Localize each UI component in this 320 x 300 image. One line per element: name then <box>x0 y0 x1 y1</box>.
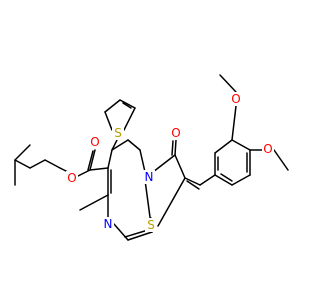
bond-3 <box>29 159 46 169</box>
svg-text:O: O <box>263 142 272 156</box>
svg-text:O: O <box>67 171 76 185</box>
bond-16 <box>79 194 109 211</box>
bond-0 <box>14 144 31 161</box>
bond-2 <box>14 159 31 169</box>
atom-o-ester-carbonyl: O <box>89 135 101 149</box>
bond-layer <box>14 74 289 241</box>
atom-s-thiophene: S <box>112 126 124 140</box>
bond-7 <box>89 149 96 171</box>
bond-23 <box>152 154 176 173</box>
svg-text:O: O <box>171 126 180 140</box>
svg-text:O: O <box>90 135 99 149</box>
bond-10 <box>107 149 113 169</box>
bond-45 <box>104 111 113 131</box>
bond-32 <box>214 139 233 154</box>
bond-40 <box>231 105 237 141</box>
bond-12 <box>127 139 141 151</box>
atom-n-ring: N <box>143 170 155 184</box>
atom-o-ring-carbonyl: O <box>170 126 182 140</box>
bond-25 <box>157 177 186 227</box>
bond-30 <box>199 174 216 186</box>
atom-o-methoxy-top: O <box>230 92 242 106</box>
bond-29 <box>186 180 200 190</box>
bond-11 <box>111 139 129 151</box>
bond-35 <box>231 174 251 186</box>
svg-text:S: S <box>114 126 122 140</box>
svg-text:N: N <box>104 217 113 231</box>
bond-20 <box>124 229 149 238</box>
bond-39 <box>220 173 233 182</box>
bond-33 <box>231 139 251 151</box>
atom-s-thiazole: S <box>145 218 157 232</box>
bond-6 <box>77 169 91 177</box>
bond-24 <box>174 154 186 179</box>
bond-48 <box>123 107 136 131</box>
bond-8 <box>87 150 94 171</box>
atom-o-methoxy-right: O <box>262 142 274 156</box>
bond-43 <box>273 149 289 171</box>
bond-9 <box>89 167 109 171</box>
bond-19 <box>127 231 153 241</box>
bond-46 <box>104 99 121 113</box>
bond-18 <box>113 223 129 241</box>
bond-4 <box>44 159 61 169</box>
atom-n-ring-imine: N <box>102 217 114 231</box>
bond-49 <box>122 102 132 109</box>
bond-27 <box>171 140 174 156</box>
svg-text:O: O <box>231 92 240 106</box>
molecule-structure-diagram: O O S O N N S O <box>14 74 289 241</box>
svg-text:S: S <box>147 218 155 232</box>
bond-47 <box>119 99 136 109</box>
bond-36 <box>214 174 233 186</box>
atom-o-ester: O <box>66 171 78 185</box>
bond-41 <box>219 74 237 93</box>
bond-13 <box>139 149 146 173</box>
svg-text:N: N <box>145 170 154 184</box>
bond-28 <box>184 177 201 186</box>
bond-26 <box>174 139 177 156</box>
atom-label-layer: O O S O N N S O <box>66 92 274 232</box>
